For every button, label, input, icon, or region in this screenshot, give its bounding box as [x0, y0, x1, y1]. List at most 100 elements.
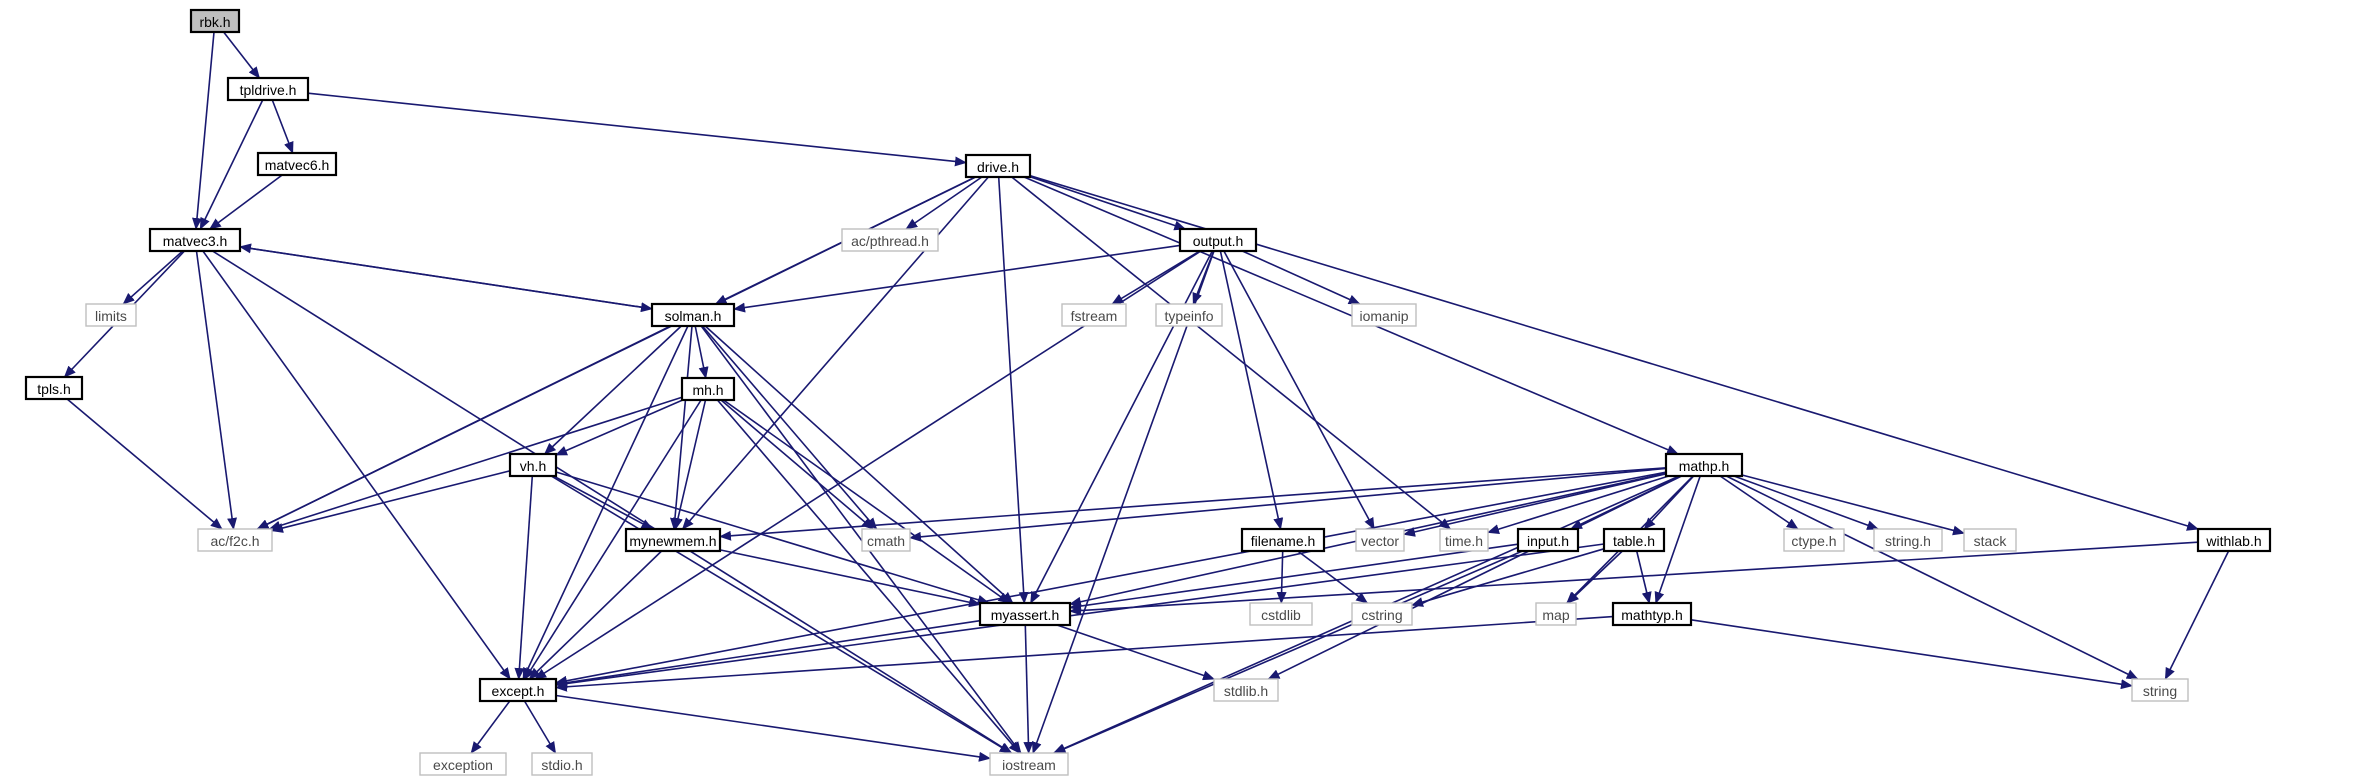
node-myassert[interactable]: myassert.h — [978, 601, 1072, 627]
node-matvec3[interactable]: matvec3.h — [148, 227, 242, 253]
edge-mathp-to-vector — [1403, 473, 1667, 537]
node-filename[interactable]: filename.h — [1240, 527, 1326, 553]
node-input[interactable]: input.h — [1516, 527, 1580, 553]
node-exception: exception — [419, 752, 507, 776]
node-vector-label: vector — [1361, 533, 1399, 549]
edge-except-to-stdio — [523, 700, 557, 754]
edge-table-to-mathtyp — [1635, 550, 1652, 604]
edge-mathp-to-string — [1725, 475, 2139, 680]
edge-tpldrive-to-drive — [307, 92, 967, 167]
edge-matvec6-to-matvec3 — [208, 174, 283, 230]
edge-vh-to-iostream — [550, 475, 1012, 754]
edge-mathp-to-stringh — [1733, 475, 1880, 530]
node-mathp-label: mathp.h — [1679, 458, 1730, 474]
node-cstring: cstring — [1351, 602, 1413, 626]
edge-input-to-iostream — [1053, 550, 1523, 754]
node-drive[interactable]: drive.h — [964, 153, 1032, 179]
node-matvec3-label: matvec3.h — [163, 233, 228, 249]
edge-output-to-filename — [1219, 250, 1284, 530]
node-map-box — [1535, 602, 1577, 626]
node-withlab[interactable]: withlab.h — [2196, 527, 2272, 553]
node-cstring-box — [1351, 602, 1413, 626]
node-iomanip-box — [1351, 303, 1417, 327]
node-limits-box — [85, 303, 137, 327]
node-cstdlib-label: cstdlib — [1261, 607, 1301, 623]
node-rbk-box — [189, 8, 241, 34]
edge-output-to-iostream — [1032, 250, 1215, 754]
node-limits-label: limits — [95, 308, 127, 324]
node-typeinfo-box — [1155, 303, 1223, 327]
node-rbk-label: rbk.h — [199, 14, 230, 30]
node-stdlib-label: stdlib.h — [1224, 683, 1268, 699]
node-mathp-box — [1664, 452, 1744, 478]
node-matvec6-box — [256, 151, 338, 177]
edge-mh-to-cmath — [720, 399, 874, 530]
node-myassert-box — [978, 601, 1072, 627]
edge-myassert-to-stdlib — [1056, 624, 1215, 681]
edge-mathp-to-ctype — [1719, 475, 1799, 530]
edge-solman-to-myassert — [704, 325, 1014, 604]
node-mynewmem[interactable]: mynewmem.h — [624, 527, 722, 553]
node-string: string — [2131, 678, 2189, 702]
node-pthread: ac/pthread.h — [841, 228, 939, 252]
node-except[interactable]: except.h — [478, 677, 558, 703]
edge-solman-to-f2c — [256, 325, 671, 530]
edge-output-to-vector — [1223, 250, 1375, 530]
edge-mathp-to-cmath — [909, 467, 1667, 542]
node-mathp[interactable]: mathp.h — [1664, 452, 1744, 478]
node-solman[interactable]: solman.h — [650, 302, 736, 328]
edge-solman-to-vh — [543, 325, 682, 455]
node-mynewmem-box — [624, 527, 722, 553]
edge-drive-to-mynewmem — [681, 176, 990, 530]
edge-mh-to-f2c — [268, 396, 683, 531]
node-mathtyp-box — [1611, 601, 1693, 627]
node-tpls-label: tpls.h — [37, 381, 70, 397]
node-cmath-label: cmath — [867, 533, 905, 549]
node-matvec3-box — [148, 227, 242, 253]
node-fstream-label: fstream — [1071, 308, 1118, 324]
edge-vh-to-mynewmem — [553, 475, 654, 530]
edge-tpls-to-f2c — [66, 398, 223, 530]
node-input-box — [1516, 527, 1580, 553]
node-tpldrive-label: tpldrive.h — [240, 82, 297, 98]
node-filename-box — [1240, 527, 1326, 553]
node-output[interactable]: output.h — [1178, 227, 1258, 253]
edge-vh-to-except — [514, 475, 534, 680]
node-vh[interactable]: vh.h — [508, 452, 558, 478]
edge-mh-to-vh — [555, 399, 684, 456]
edge-mathp-to-stack — [1741, 474, 1965, 536]
node-mathtyp[interactable]: mathtyp.h — [1611, 601, 1693, 627]
edge-mathtyp-to-string — [1690, 619, 2133, 690]
node-withlab-label: withlab.h — [2205, 533, 2261, 549]
node-matvec6[interactable]: matvec6.h — [256, 151, 338, 177]
node-output-label: output.h — [1193, 233, 1244, 249]
edge-drive-to-myassert — [997, 176, 1029, 604]
edge-matvec3-to-f2c — [195, 250, 238, 530]
node-stringh-label: string.h — [1885, 533, 1931, 549]
node-map: map — [1535, 602, 1577, 626]
edge-except-to-iostream — [555, 694, 991, 762]
node-mh-box — [680, 376, 736, 402]
node-matvec6-label: matvec6.h — [265, 157, 330, 173]
node-tpldrive[interactable]: tpldrive.h — [226, 76, 310, 102]
node-pthread-box — [841, 228, 939, 252]
node-tpldrive-box — [226, 76, 310, 102]
node-tpls-box — [24, 375, 84, 401]
node-rbk[interactable]: rbk.h — [189, 8, 241, 34]
node-mh[interactable]: mh.h — [680, 376, 736, 402]
node-table[interactable]: table.h — [1602, 527, 1666, 553]
edge-rbk-to-tpldrive — [222, 31, 261, 79]
node-except-label: except.h — [492, 683, 545, 699]
edge-mathp-to-stdlib — [1267, 475, 1682, 680]
edge-drive-to-pthread — [905, 176, 983, 230]
node-tpls[interactable]: tpls.h — [24, 375, 84, 401]
node-input-label: input.h — [1527, 533, 1569, 549]
node-filename-label: filename.h — [1251, 533, 1316, 549]
node-exception-label: exception — [433, 757, 493, 773]
node-timeh-label: time.h — [1445, 533, 1483, 549]
node-stack-label: stack — [1974, 533, 2008, 549]
node-table-label: table.h — [1613, 533, 1655, 549]
node-vh-label: vh.h — [520, 458, 546, 474]
nodes-layer: rbk.h tpldrive.h matvec6.h matvec3.h drive.h… — [24, 8, 2272, 776]
